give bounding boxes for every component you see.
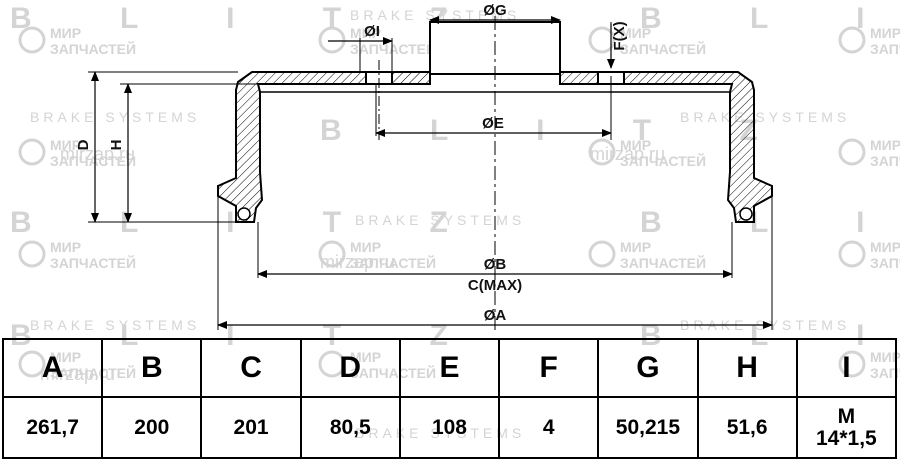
watermark-logo-line2: ЗАПЧАСТЕЙ bbox=[350, 254, 436, 271]
spec-value-cell: 51,6 bbox=[696, 396, 798, 459]
spec-header-cell: H bbox=[696, 338, 798, 398]
watermark-site-text: mirzap.ru bbox=[590, 144, 665, 164]
watermark-logo-icon bbox=[588, 240, 616, 268]
spec-header-cell: C bbox=[200, 338, 302, 398]
watermark-logo-icon bbox=[838, 138, 866, 166]
watermark-logo-line1: МИР bbox=[620, 25, 651, 41]
watermark-logo-line1: МИР bbox=[620, 137, 651, 153]
watermark-logo-icon bbox=[18, 26, 46, 54]
watermark-logo-line1: МИР bbox=[870, 25, 900, 41]
spec-table: A B C D E F G H I 261,7 200 201 80,5 108… bbox=[1, 338, 898, 459]
dim-d-label: D bbox=[75, 139, 92, 150]
watermark-logo-line2: ЗАПЧАСТЕЙ bbox=[50, 254, 136, 271]
watermark-logo-line1: МИР bbox=[870, 239, 900, 255]
spec-value-cell: 261,7 bbox=[1, 396, 104, 459]
spec-header-cell: A bbox=[1, 338, 104, 398]
watermark-logo-line1: МИР bbox=[50, 25, 81, 41]
spec-header-row: A B C D E F G H I bbox=[1, 338, 898, 398]
watermark-logo-line2: ЗАПЧАСТЕЙ bbox=[870, 254, 900, 271]
drum-section-right bbox=[559, 71, 773, 223]
spec-header-cell: D bbox=[299, 338, 401, 398]
spec-value-cell: 4 bbox=[498, 396, 600, 459]
watermark-brand-text: B L I T Z bbox=[640, 206, 900, 239]
watermark-logo-line2: ЗАПЧАСТЕЙ bbox=[620, 40, 706, 57]
watermark-logo-icon bbox=[318, 26, 346, 54]
watermark-logo-line1: МИР bbox=[350, 25, 381, 41]
lip-detail-right bbox=[739, 207, 753, 221]
spec-value-cell: 80,5 bbox=[299, 396, 401, 459]
watermark-logo-icon bbox=[838, 240, 866, 268]
brake-drum-drawing: ØG ØI F(X) ØE D H ØB C(MAX) ØA bbox=[75, 2, 773, 330]
spec-header-cell: E bbox=[398, 338, 501, 398]
spec-value-cell: 201 bbox=[200, 396, 302, 459]
watermark-logo-icon bbox=[18, 138, 46, 166]
watermark-brand-text: B L I T Z bbox=[10, 2, 488, 35]
spec-value-row: 261,7 200 201 80,5 108 4 50,215 51,6 M 1… bbox=[1, 396, 898, 459]
drum-section-left bbox=[217, 71, 431, 223]
watermark-logo-icon bbox=[318, 240, 346, 268]
watermark-logo-line2: ЗАПЧАСТЕЙ bbox=[870, 40, 900, 57]
watermark-logo-icon bbox=[588, 26, 616, 54]
watermark-logo-line2: ЗАПЧАСТЕЙ bbox=[50, 40, 136, 57]
spec-value-cell: 200 bbox=[101, 396, 203, 459]
spec-header-cell: B bbox=[101, 338, 203, 398]
watermark-site-text: mirzap.ru bbox=[320, 252, 395, 272]
spec-header-cell: F bbox=[498, 338, 600, 398]
watermark-logo-line1: МИР bbox=[50, 239, 81, 255]
watermark-logo-line1: МИР bbox=[50, 137, 81, 153]
watermark-logo-line2: ЗАПЧАСТЕЙ bbox=[620, 152, 706, 169]
lip-detail-left bbox=[237, 207, 251, 221]
spec-value-cell: 50,215 bbox=[597, 396, 699, 459]
spec-value-cell: M 14*1,5 bbox=[795, 396, 898, 459]
spec-value-cell: 108 bbox=[398, 396, 501, 459]
spec-header-cell: I bbox=[795, 338, 898, 398]
watermark-logo-line2: ЗАПЧАСТЕЙ bbox=[620, 254, 706, 271]
watermark-tagline-text: BRAKE SYSTEMS bbox=[680, 109, 850, 125]
watermark-logo-icon bbox=[18, 240, 46, 268]
dim-f-label: F(X) bbox=[611, 21, 628, 50]
dim-a-label: ØA bbox=[484, 307, 507, 324]
watermark-logo-icon bbox=[838, 26, 866, 54]
watermark-logo-line1: МИР bbox=[870, 137, 900, 153]
watermark-logo-line1: МИР bbox=[620, 239, 651, 255]
dim-c-label: C(MAX) bbox=[468, 277, 522, 294]
watermark-tagline-text: BRAKE SYSTEMS bbox=[30, 317, 200, 333]
dim-g-label: ØG bbox=[483, 2, 506, 19]
watermark-logo-line1: МИР bbox=[350, 239, 381, 255]
spec-header-cell: G bbox=[597, 338, 699, 398]
watermark-logo-icon bbox=[588, 138, 616, 166]
dim-h-label: H bbox=[108, 140, 125, 151]
dim-b-label: ØB bbox=[484, 256, 507, 273]
watermark-tagline-text: BRAKE SYSTEMS bbox=[30, 109, 200, 125]
dim-e-label: ØE bbox=[482, 115, 504, 132]
watermark-tagline-text: BRAKE SYSTEMS bbox=[355, 212, 525, 228]
watermark-logo-line2: ЗАПЧАСТЕЙ bbox=[350, 40, 436, 57]
dim-i-label: ØI bbox=[364, 23, 380, 40]
watermark-logo-line2: ЗАПЧАСТЕЙ bbox=[870, 152, 900, 169]
